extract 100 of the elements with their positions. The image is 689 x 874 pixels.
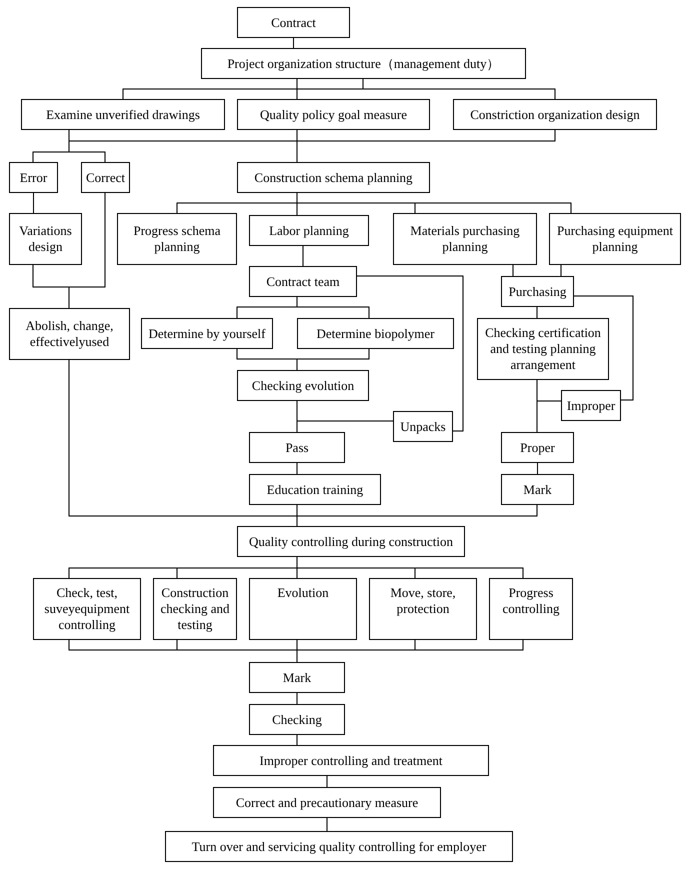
connector-line	[296, 734, 298, 746]
box-label: Checking certification and testing planning arrangement	[484, 325, 602, 373]
box-label: Quality policy goal measure	[260, 106, 407, 122]
process-box	[249, 266, 357, 297]
box-label: Pass	[285, 440, 309, 456]
box-label: Mark	[523, 482, 552, 498]
connector-line	[362, 78, 556, 100]
box-label: Proper	[520, 440, 555, 456]
connector-line	[326, 818, 328, 832]
box-label: Checking evolution	[252, 378, 354, 394]
process-box	[237, 370, 369, 401]
box-label: Construction checking and testing	[160, 585, 230, 633]
connector-line	[296, 296, 370, 318]
process-box	[165, 831, 513, 862]
process-box	[237, 7, 350, 38]
box-label: Turn over and servicing quality controlling for employer	[192, 838, 486, 854]
box-label: Education training	[266, 482, 364, 498]
connector-line	[296, 504, 538, 526]
box-label: Labor planning	[269, 222, 349, 238]
process-box	[117, 213, 237, 265]
box-label: Error	[20, 170, 48, 186]
box-label: Check, test, suveyequipment controlling	[43, 585, 131, 633]
box-label: Abolish, change, effectivelyused	[24, 318, 114, 350]
connector-line	[296, 400, 394, 422]
connector-line	[560, 264, 562, 276]
process-box	[393, 411, 453, 442]
process-box	[81, 162, 130, 193]
box-label: Unpacks	[400, 418, 446, 434]
connector-line	[537, 462, 538, 474]
process-box	[9, 213, 82, 265]
connector-line	[296, 348, 370, 370]
connector-line	[296, 692, 298, 704]
box-label: Determine by yourself	[148, 326, 266, 342]
box-label: Purchasing	[508, 284, 566, 300]
process-box	[249, 704, 345, 735]
box-label: Progress schema planning	[132, 223, 222, 255]
box-label: Improper controlling and treatment	[259, 752, 443, 768]
process-box	[237, 526, 465, 557]
connector-line	[302, 246, 304, 266]
connector-line	[293, 38, 294, 48]
process-box	[369, 578, 477, 640]
process-box	[561, 390, 621, 421]
process-box	[237, 99, 430, 130]
connector-line	[68, 192, 106, 308]
connector-line	[296, 130, 556, 162]
connector-line	[326, 776, 328, 788]
process-box	[9, 162, 58, 193]
process-box	[249, 474, 381, 505]
process-box	[393, 213, 537, 265]
process-box	[477, 318, 609, 380]
box-label: Correct and precautionary measure	[236, 794, 418, 810]
process-box	[501, 474, 574, 505]
box-label: Improper	[566, 398, 616, 414]
process-box	[249, 578, 357, 640]
process-box	[213, 787, 441, 818]
connector-line	[536, 400, 562, 432]
box-label: Mark	[282, 670, 312, 686]
box-label: Progress controlling	[501, 585, 561, 617]
process-box	[549, 213, 681, 265]
process-box	[201, 48, 526, 79]
process-box	[489, 578, 573, 640]
box-label: Contract team	[266, 274, 340, 290]
connector-line	[296, 556, 524, 578]
connector-line	[296, 78, 298, 100]
connector-line	[512, 264, 514, 276]
box-label: Project organization structure（management duty）	[227, 56, 500, 72]
process-box	[213, 745, 489, 776]
connector-line	[296, 462, 298, 474]
box-label: Examine unverified drawings	[46, 106, 200, 122]
connector-line	[536, 306, 538, 318]
process-box	[249, 662, 345, 693]
box-label: Construction schema planning	[254, 170, 413, 186]
box-label: Purchasing equipment planning	[556, 223, 674, 255]
process-box	[453, 99, 657, 130]
process-box	[249, 215, 369, 246]
process-box	[501, 432, 574, 463]
process-box	[153, 578, 237, 640]
connector-line	[356, 276, 464, 432]
box-label: Materials purchasing planning	[409, 223, 521, 255]
box-label: Quality controlling during construction	[249, 534, 453, 550]
box-label: Contract	[271, 14, 316, 30]
process-box	[33, 578, 141, 640]
process-box	[237, 162, 430, 193]
process-box	[297, 318, 454, 349]
process-box	[249, 432, 345, 463]
process-box	[9, 308, 130, 360]
box-label: Move, store, protection	[389, 585, 457, 617]
process-box	[21, 99, 225, 130]
connector-line	[574, 296, 634, 400]
connector-line	[296, 192, 572, 214]
connector-line	[296, 640, 524, 662]
process-box	[501, 276, 574, 307]
box-label: Determine biopolymer	[316, 326, 435, 342]
box-label: Variations design	[18, 223, 73, 255]
box-label: Evolution	[277, 585, 329, 601]
box-label: Correct	[86, 170, 125, 186]
process-box	[141, 318, 273, 349]
connector-line	[33, 192, 34, 214]
box-label: Checking	[272, 712, 322, 728]
box-label: Constriction organization design	[470, 106, 640, 122]
